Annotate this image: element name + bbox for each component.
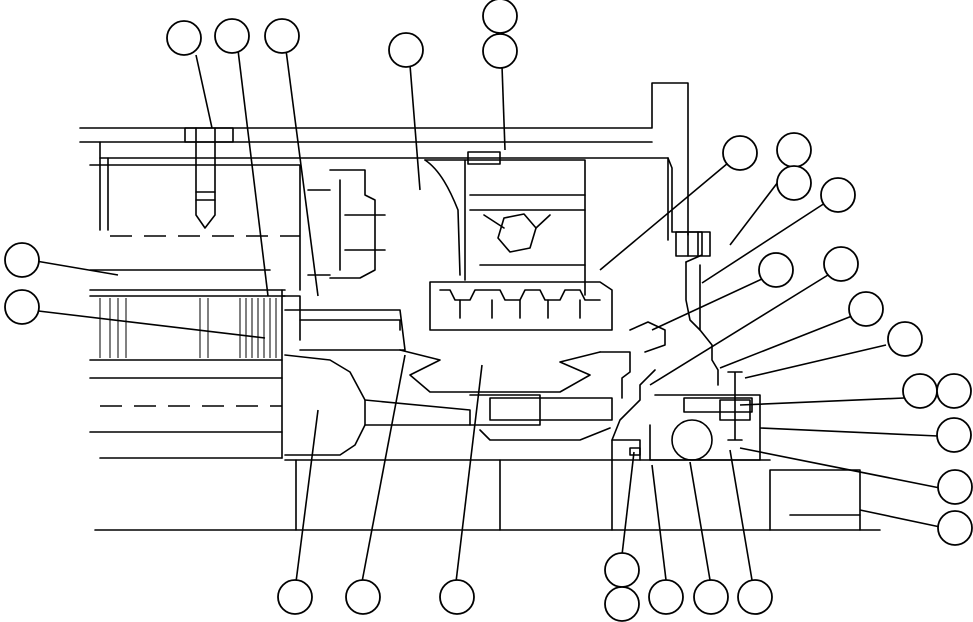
left-hatch-block: [99, 298, 277, 358]
callout-bubble: [345, 579, 381, 615]
left-shaft-assembly: [89, 127, 301, 459]
right-bearing-assembly: [629, 371, 861, 531]
callout-bubble: [214, 18, 250, 54]
callout-bubble: [482, 0, 518, 34]
callout-bubble: [848, 291, 884, 327]
callout-bubble: [482, 33, 518, 69]
callout-bubble: [902, 373, 938, 409]
center-hub: [281, 151, 666, 461]
callout-bubble: [936, 417, 972, 453]
callout-bubble: [737, 579, 773, 615]
leader-lines: [29, 49, 946, 583]
callout-bubble: [166, 20, 202, 56]
housing-outline: [79, 82, 881, 531]
callout-bubble: [937, 510, 973, 546]
callout-bubble: [648, 579, 684, 615]
callout-bubble: [776, 132, 812, 168]
callout-bubble: [823, 246, 859, 282]
callout-bubble: [722, 135, 758, 171]
callout-bubble: [604, 586, 640, 622]
callout-bubbles: [4, 0, 973, 622]
callout-bubble: [820, 177, 856, 213]
callout-bubble: [4, 242, 40, 278]
callout-bubble: [604, 552, 640, 588]
callout-bubble: [887, 321, 923, 357]
callout-bubble: [758, 252, 794, 288]
callout-bubble: [776, 165, 812, 201]
callout-bubble: [693, 579, 729, 615]
callout-bubble: [936, 373, 972, 409]
callout-bubble: [388, 32, 424, 68]
callout-bubble: [4, 289, 40, 325]
callout-bubble: [277, 579, 313, 615]
callout-bubble: [264, 18, 300, 54]
callout-bubble: [937, 469, 973, 505]
callout-bubble: [439, 579, 475, 615]
